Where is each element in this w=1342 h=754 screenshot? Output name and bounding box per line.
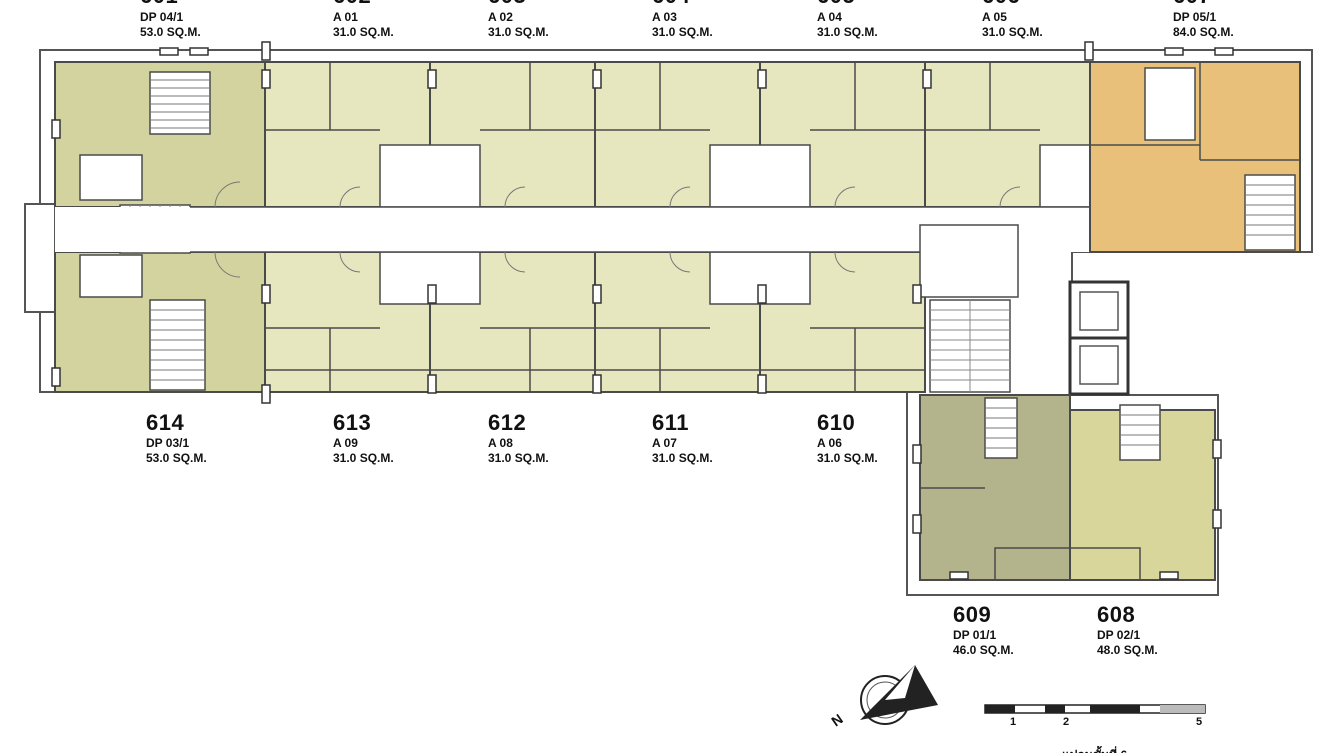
top-studios (264, 61, 1091, 208)
unit-612-label: 612 A 08 31.0 SQ.M. (488, 410, 549, 465)
unit-607-bath (1144, 67, 1196, 141)
unit-607-stair (1244, 174, 1296, 251)
unit-611-label: 611 A 07 31.0 SQ.M. (652, 410, 713, 465)
unit-607-stair-treads (1245, 184, 1295, 236)
lift-car-1 (1079, 291, 1119, 331)
scale-tick-5: 5 (1196, 716, 1203, 728)
lift-car-2 (1079, 345, 1119, 385)
corridor (55, 207, 1090, 252)
bottom-studios (264, 251, 926, 393)
unit-610-label: 610 A 06 31.0 SQ.M. (817, 410, 878, 465)
unit-609-label: 609 DP 01/1 46.0 SQ.M. (953, 602, 1014, 657)
unit-608-stair-treads (1120, 414, 1160, 446)
unit-606-label: 606 A 05 31.0 SQ.M. (982, 0, 1043, 39)
compass-rose (860, 665, 938, 725)
unit-608-label: 608 DP 02/1 48.0 SQ.M. (1097, 602, 1158, 657)
unit-605-label: 605 A 04 31.0 SQ.M. (817, 0, 878, 39)
windows (51, 41, 1234, 580)
plan-caption: แปลนชั้นที่ 6 (1062, 746, 1127, 753)
unit-607-label: 607 DP 05/1 84.0 SQ.M. (1173, 0, 1234, 39)
unit-614-bath (79, 254, 143, 298)
top-partitions (265, 62, 1040, 131)
unit-601-stair (149, 71, 211, 135)
scale-tick-2: 2 (1063, 716, 1070, 728)
scale-tick-1: 1 (1010, 716, 1017, 728)
unit-614-stair (149, 299, 206, 391)
door-arcs (214, 181, 1021, 278)
service-room (919, 224, 1019, 298)
bottom-baths (379, 251, 811, 305)
east-stair-treads (930, 300, 1010, 392)
west-entry (24, 203, 56, 313)
unit-601-label: 601 DP 04/1 53.0 SQ.M. (140, 0, 201, 39)
unit-613-label: 613 A 09 31.0 SQ.M. (333, 410, 394, 465)
unit-607-partitions (1090, 62, 1300, 161)
bottom-partitions (265, 327, 925, 392)
unit-614-stair-treads (150, 309, 205, 381)
unit-609-stair-treads (985, 407, 1017, 449)
wing-balcony (994, 547, 1141, 581)
unit-614-label: 614 DP 03/1 53.0 SQ.M. (146, 410, 207, 465)
unit-608-stair (1119, 404, 1161, 461)
unit-603-label: 603 A 02 31.0 SQ.M. (488, 0, 549, 39)
unit-601-bath (79, 154, 143, 201)
unit-601-stair-treads (150, 79, 210, 129)
unit-602-label: 602 A 01 31.0 SQ.M. (333, 0, 394, 39)
scale-bar (984, 704, 1206, 714)
unit-604-label: 604 A 03 31.0 SQ.M. (652, 0, 713, 39)
top-baths (379, 144, 1091, 208)
